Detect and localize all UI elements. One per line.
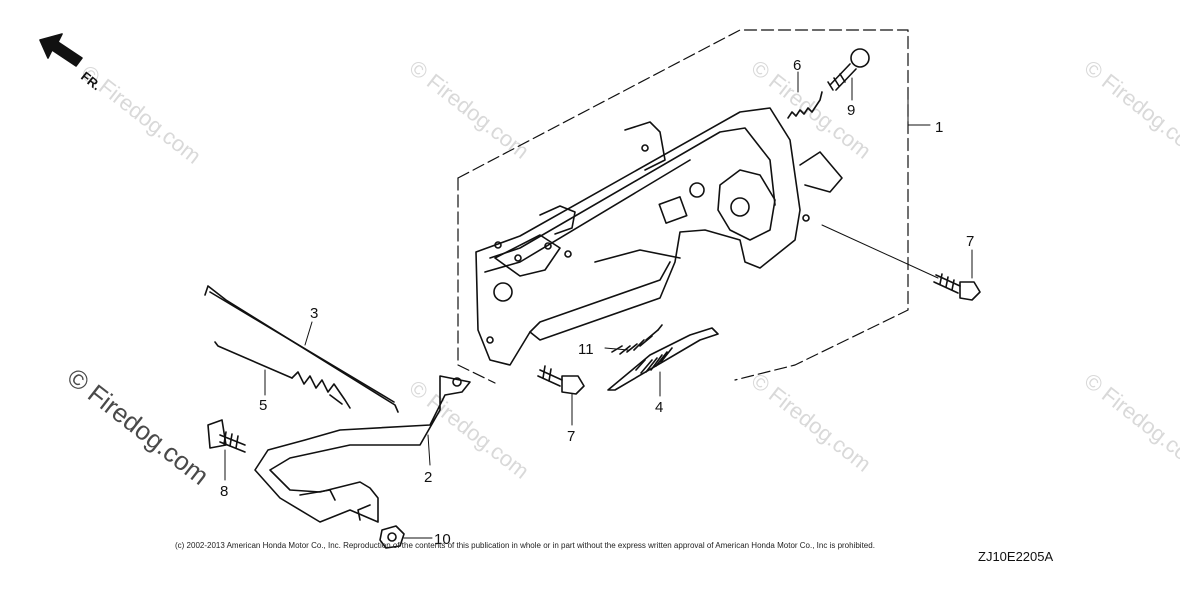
callout-6: 6	[793, 57, 801, 74]
callout-labels: 1 2 3 4 5 6 7 7 8 9 10 11 FR.	[78, 57, 974, 548]
bolt-7-right	[933, 273, 981, 301]
spring-6	[787, 91, 823, 119]
copyright-notice: (c) 2002-2013 American Honda Motor Co., …	[175, 541, 875, 550]
callout-3: 3	[310, 305, 318, 322]
direction-label: FR.	[78, 69, 104, 94]
callout-10: 10	[434, 531, 451, 548]
diagram-code: ZJ10E2205A	[978, 549, 1054, 564]
bolt-8	[207, 419, 246, 481]
bolt-9	[827, 48, 870, 91]
bolt-7-middle	[537, 365, 585, 426]
callout-9: 9	[847, 102, 855, 119]
callout-1: 1	[935, 119, 943, 136]
callout-7-middle: 7	[567, 428, 575, 445]
callout-2: 2	[424, 469, 432, 486]
callout-8: 8	[220, 483, 228, 500]
assembly-outline	[457, 29, 909, 381]
nut-10	[379, 525, 433, 549]
control-base-bracket	[475, 107, 843, 366]
front-arrow-icon	[39, 33, 83, 67]
callout-4: 4	[655, 399, 663, 416]
governor-spring-5	[214, 341, 351, 409]
callout-7-right: 7	[966, 233, 974, 250]
spring-4	[607, 327, 719, 391]
callout-5: 5	[259, 397, 267, 414]
governor-rod-3	[204, 285, 399, 413]
control-lever-2	[254, 375, 471, 523]
callout-11: 11	[578, 341, 594, 358]
